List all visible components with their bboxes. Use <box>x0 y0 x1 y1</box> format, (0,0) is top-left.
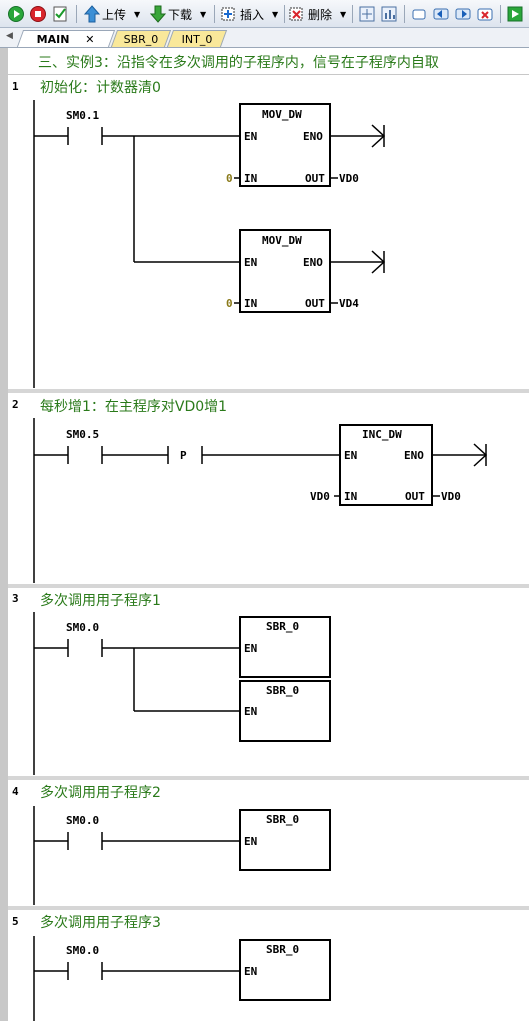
network-number: 2 <box>12 398 19 411</box>
contact-address[interactable]: SM0.5 <box>66 428 99 441</box>
network-comment[interactable]: 多次调用用子程序3 <box>40 915 161 931</box>
sbr-box <box>239 616 331 678</box>
in-value[interactable]: 0 <box>226 297 233 310</box>
contact-address[interactable]: SM0.0 <box>66 621 99 634</box>
upload-button[interactable]: 上传 ▼ <box>84 4 140 24</box>
window-button[interactable] <box>410 4 428 24</box>
network-comment[interactable]: 多次调用用子程序2 <box>40 785 161 801</box>
eno-pin: ENO <box>404 449 424 462</box>
stop-icon <box>30 6 46 22</box>
exit-button[interactable] <box>506 4 524 24</box>
contact-address[interactable]: SM0.0 <box>66 944 99 957</box>
in-pin: IN <box>244 297 257 310</box>
out-value[interactable]: VD4 <box>339 297 359 310</box>
close-window-button[interactable] <box>476 4 494 24</box>
forward-button[interactable] <box>454 4 472 24</box>
out-pin: OUT <box>305 297 325 310</box>
network-comment[interactable]: 初始化：计数器清0 <box>40 80 161 96</box>
compile-icon <box>53 6 67 22</box>
mov-dw-box <box>239 229 331 313</box>
window-icon <box>412 9 426 20</box>
delete-button[interactable]: 删除 ▼ <box>288 4 346 24</box>
network-divider <box>8 906 529 910</box>
toolbar: 上传 ▼ 下载 ▼ 插入 ▼ 删除 ▼ <box>0 0 529 28</box>
run-button[interactable] <box>8 4 24 24</box>
exit-arrow-icon <box>507 6 523 22</box>
network-number: 5 <box>12 915 19 928</box>
network-divider <box>8 584 529 588</box>
compile-button[interactable] <box>52 4 70 24</box>
insert-icon <box>221 7 235 21</box>
en-pin: EN <box>244 130 257 143</box>
insert-label: 插入 <box>240 7 265 22</box>
edge-detector: P <box>180 449 187 462</box>
download-label: 下载 <box>168 7 193 22</box>
stop-button[interactable] <box>30 4 46 24</box>
forward-arrow-icon <box>455 8 471 20</box>
download-arrow-icon <box>150 5 166 23</box>
en-pin: EN <box>244 965 257 978</box>
editor-gutter <box>0 48 8 1021</box>
upload-label: 上传 <box>102 7 127 22</box>
in-pin: IN <box>244 172 257 185</box>
box-title: SBR_0 <box>266 684 299 697</box>
out-value[interactable]: VD0 <box>339 172 359 185</box>
box-title: INC_DW <box>362 428 402 441</box>
program-comment[interactable]: 三、实例3：沿指令在多次调用的子程序内，信号在子程序内自取 <box>8 50 529 75</box>
en-pin: EN <box>344 449 357 462</box>
sbr-box <box>239 680 331 742</box>
delete-label: 删除 <box>308 7 333 22</box>
en-pin: EN <box>244 705 257 718</box>
program-comment-text: 三、实例3：沿指令在多次调用的子程序内，信号在子程序内自取 <box>38 55 439 71</box>
en-pin: EN <box>244 642 257 655</box>
box-title: SBR_0 <box>266 943 299 956</box>
sbr-box <box>239 809 331 871</box>
out-pin: OUT <box>305 172 325 185</box>
eno-pin: ENO <box>303 256 323 269</box>
box-title: SBR_0 <box>266 620 299 633</box>
network-number: 3 <box>12 592 19 605</box>
out-pin: OUT <box>405 490 425 503</box>
back-arrow-icon <box>433 8 449 20</box>
tab-bar: ◀ MAIN ✕ SBR_0 INT_0 <box>0 28 529 48</box>
en-pin: EN <box>244 835 257 848</box>
network-icon <box>359 6 375 22</box>
eno-pin: ENO <box>303 130 323 143</box>
in-value[interactable]: 0 <box>226 172 233 185</box>
box-title: MOV_DW <box>262 108 302 121</box>
status-chart-icon <box>381 6 397 22</box>
sbr-box <box>239 939 331 1001</box>
network-number: 1 <box>12 80 19 93</box>
download-button[interactable]: 下载 ▼ <box>150 4 206 24</box>
en-pin: EN <box>244 256 257 269</box>
contact-address[interactable]: SM0.0 <box>66 814 99 827</box>
contact-address[interactable]: SM0.1 <box>66 109 99 122</box>
in-value[interactable]: VD0 <box>310 490 330 503</box>
network-comment[interactable]: 每秒增1：在主程序对VD0增1 <box>40 399 228 415</box>
network-comment[interactable]: 多次调用用子程序1 <box>40 593 161 609</box>
delete-icon <box>289 7 303 21</box>
network-divider <box>8 776 529 780</box>
scroll-left-icon[interactable]: ◀ <box>6 31 13 41</box>
inc-dw-box <box>339 424 433 506</box>
upload-arrow-icon <box>84 5 100 23</box>
chevron-down-icon: ▼ <box>340 9 347 19</box>
chevron-down-icon: ▼ <box>134 9 141 19</box>
box-title: MOV_DW <box>262 234 302 247</box>
run-icon <box>8 6 24 22</box>
insert-button[interactable]: 插入 ▼ <box>220 4 278 24</box>
network-number: 4 <box>12 785 19 798</box>
mov-dw-box <box>239 103 331 187</box>
network-divider <box>8 389 529 393</box>
close-window-icon <box>477 8 493 21</box>
chevron-down-icon: ▼ <box>200 9 207 19</box>
status-button[interactable] <box>380 4 398 24</box>
out-value[interactable]: VD0 <box>441 490 461 503</box>
chevron-down-icon: ▼ <box>272 9 279 19</box>
box-title: SBR_0 <box>266 813 299 826</box>
back-button[interactable] <box>432 4 450 24</box>
in-pin: IN <box>344 490 357 503</box>
debug-button[interactable] <box>358 4 376 24</box>
